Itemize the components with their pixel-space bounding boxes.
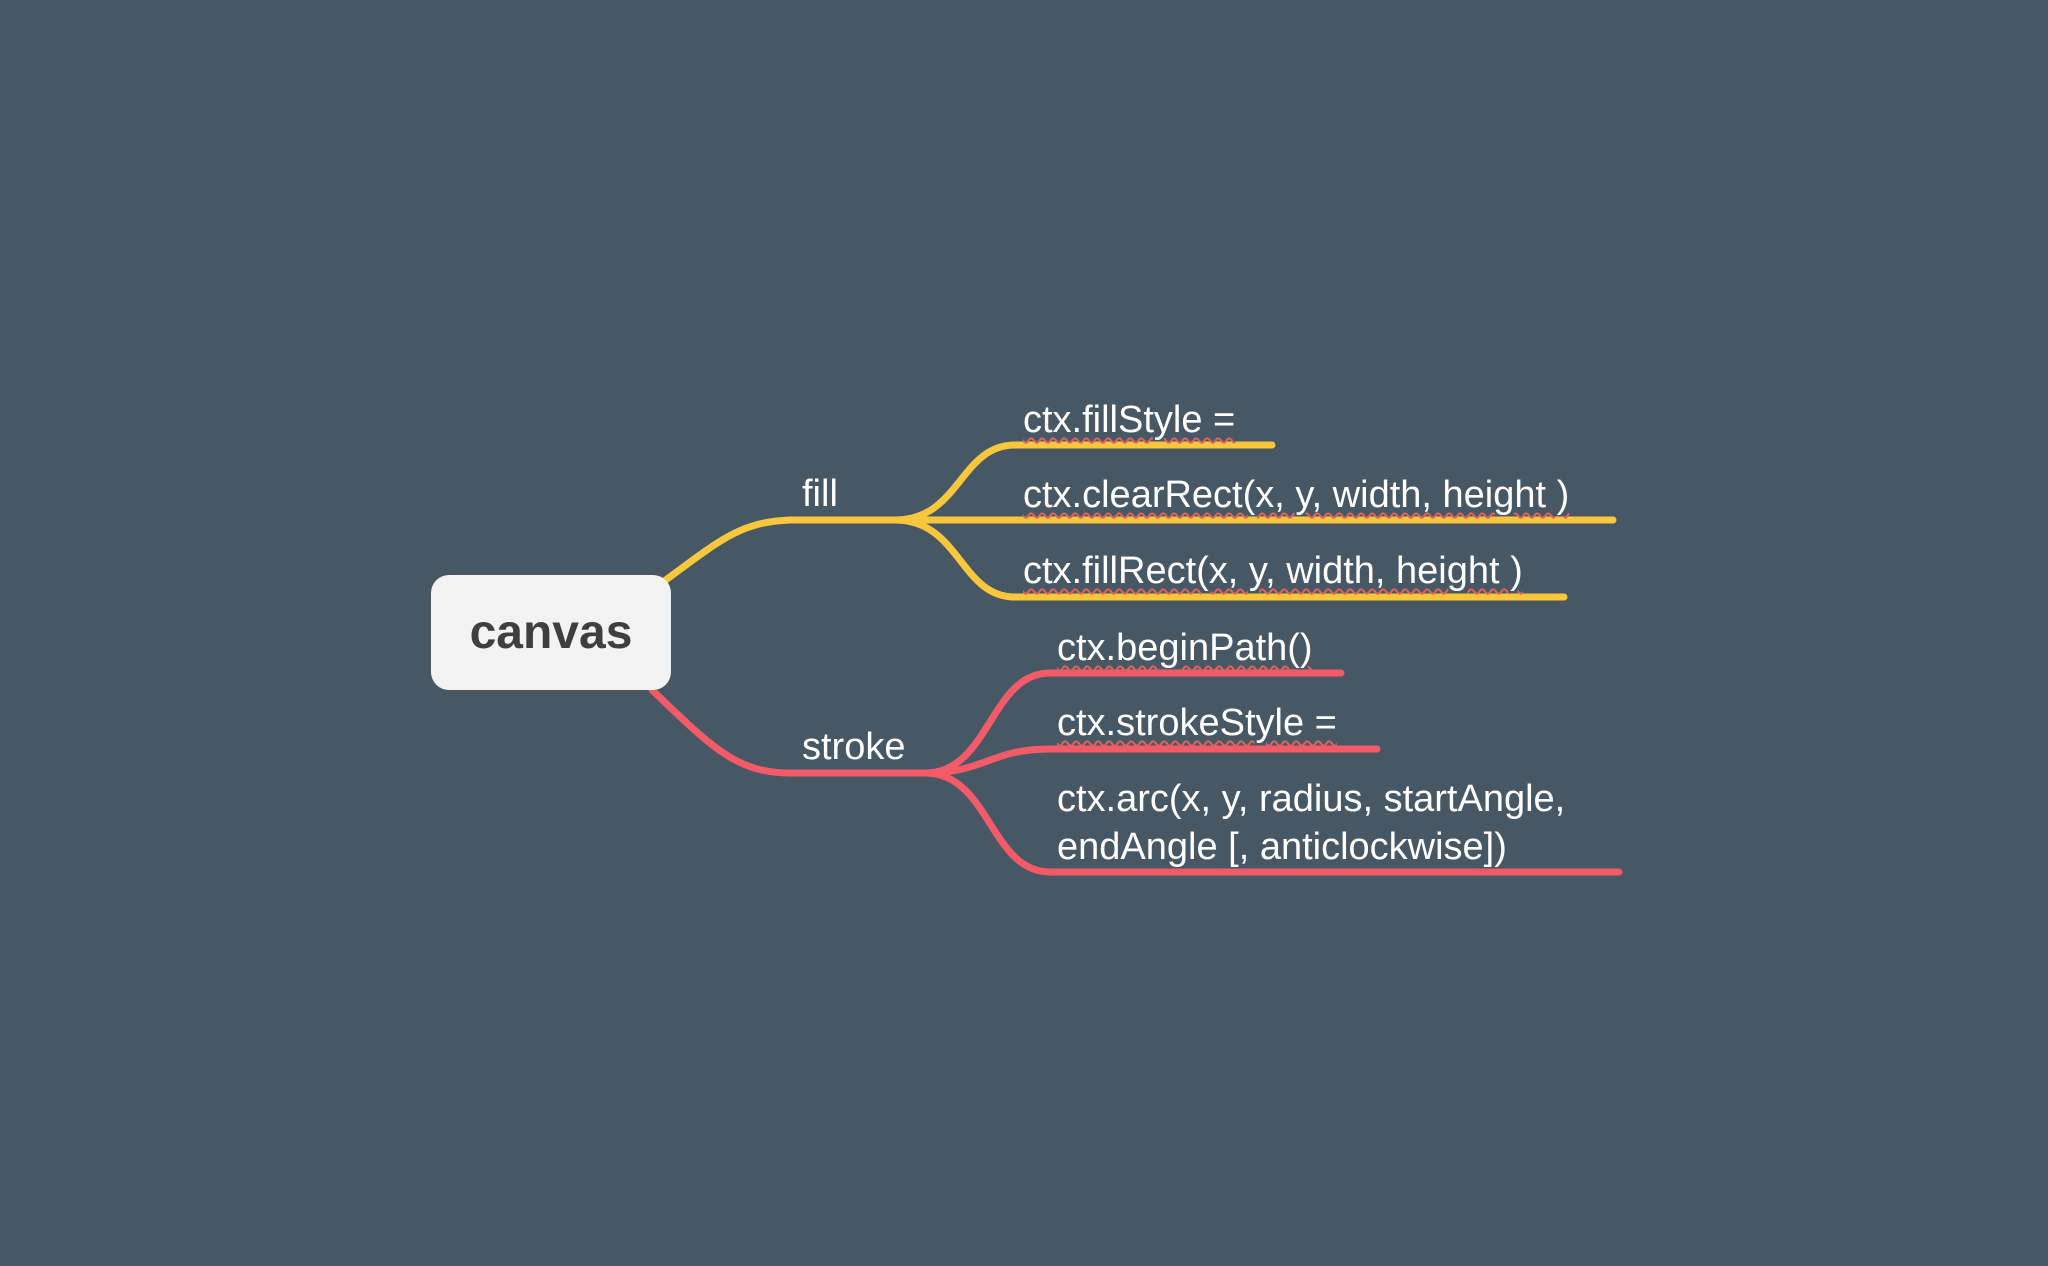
connector-fill-fillrect [891,516,1568,601]
node-fillrect[interactable]: ctx.fillRect(x, y, width, height ) [1023,547,1523,595]
node-arc[interactable]: ctx.arc(x, y, radius, startAngle, endAng… [1057,775,1565,871]
branch-stroke-label: stroke [802,726,906,768]
node-clearrect-label: ctx.clearRect(x, y, width, height ) [1023,474,1570,516]
branch-fill-label: fill [802,473,838,515]
connector-root-stroke [648,686,929,777]
connector-stroke-strokestyle [921,745,1381,777]
branch-stroke[interactable]: stroke [802,723,905,771]
node-clearrect[interactable]: ctx.clearRect(x, y, width, height ) [1023,471,1569,519]
root-label: canvas [469,606,633,659]
node-arc-line1: ctx.arc(x, y, radius, startAngle, [1057,778,1566,820]
connector-fill-fillstyle [891,441,1276,524]
node-beginpath[interactable]: ctx.beginPath() [1057,624,1313,672]
node-fillrect-label: ctx.fillRect(x, y, width, height ) [1023,550,1523,592]
connector-stroke-arc [921,769,1623,876]
node-beginpath-label: ctx.beginPath() [1057,627,1313,669]
node-strokestyle-label: ctx.strokeStyle = [1057,702,1337,744]
node-fillstyle[interactable]: ctx.fillStyle = [1023,396,1235,444]
node-arc-line2: endAngle [, anticlockwise]) [1057,826,1507,868]
branch-fill[interactable]: fill [802,470,838,518]
node-fillstyle-label: ctx.fillStyle = [1023,399,1236,441]
node-strokestyle[interactable]: ctx.strokeStyle = [1057,699,1337,747]
root-node[interactable]: canvas [431,575,671,690]
connector-root-fill [659,516,899,586]
